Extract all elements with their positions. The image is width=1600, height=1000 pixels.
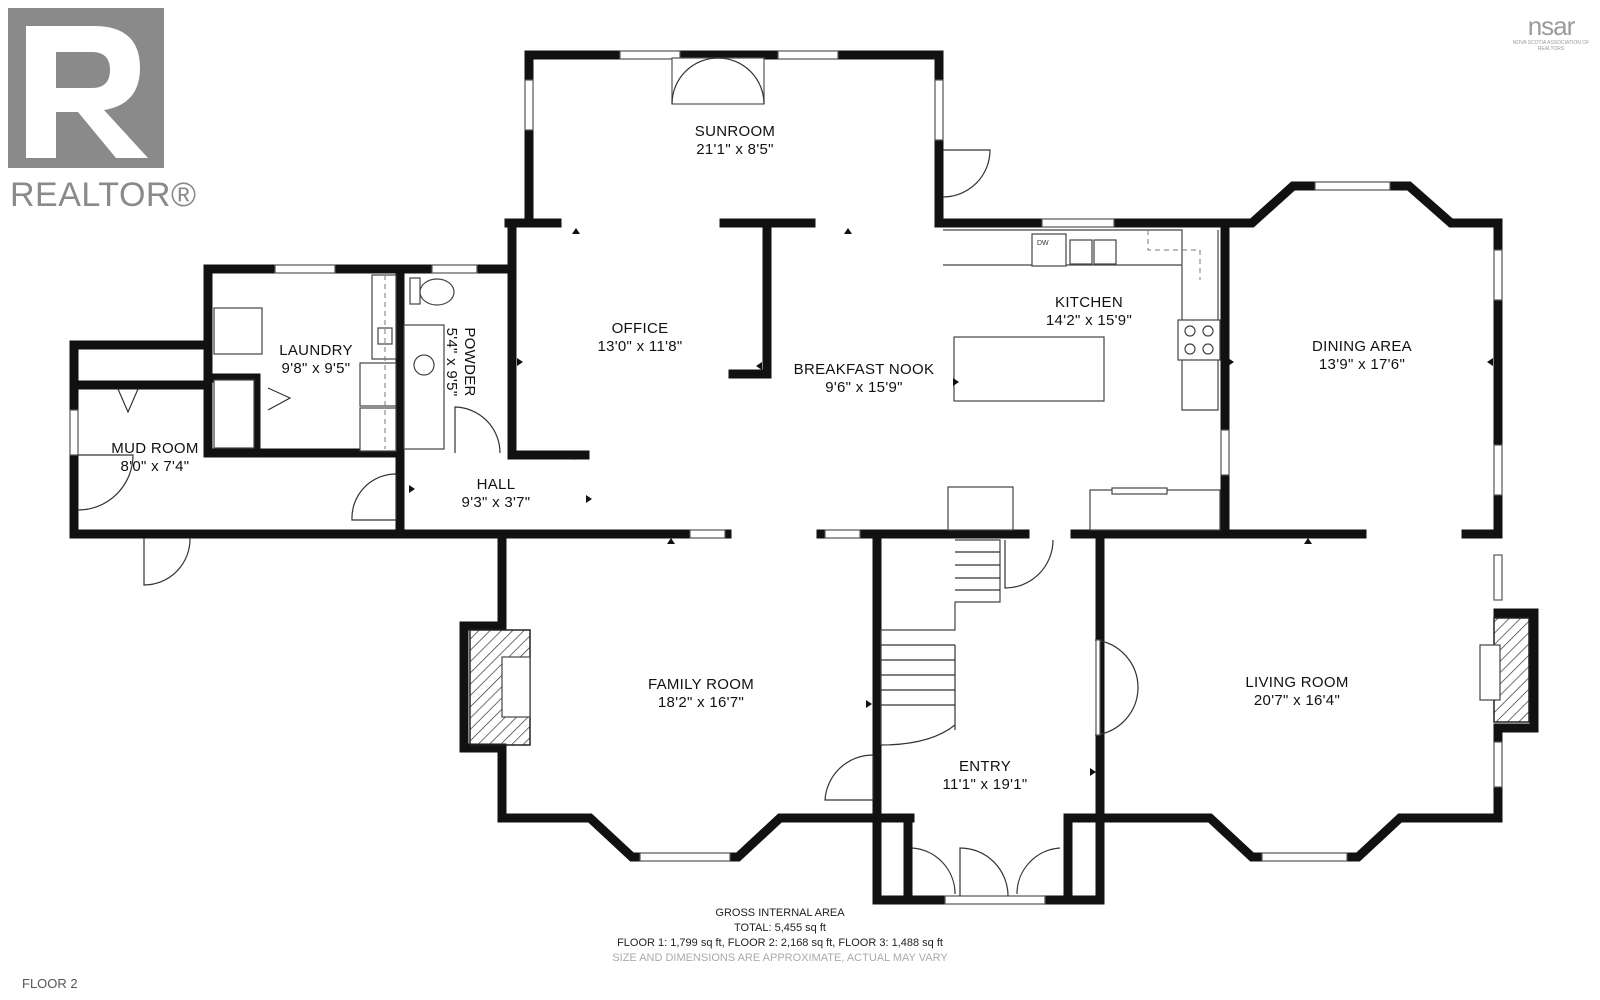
realtor-r-mark-icon (8, 8, 164, 168)
dishwasher-label: DW (1037, 240, 1049, 247)
powder-fixtures (403, 277, 455, 450)
room-entry-dims: 11'1" x 19'1" (942, 776, 1027, 793)
gross-internal-area: GROSS INTERNAL AREA TOTAL: 5,455 sq ft F… (580, 906, 980, 966)
room-breakfast-nook-dims: 9'6" x 15'9" (825, 379, 903, 396)
realtor-wordmark: REALTOR® (10, 176, 197, 214)
laundry-fixtures (213, 274, 397, 452)
stairs (880, 486, 1014, 746)
area-note: SIZE AND DIMENSIONS ARE APPROXIMATE, ACT… (612, 952, 948, 964)
doors (77, 57, 1139, 897)
room-powder-dims: 5'4" x 9'5" (443, 328, 460, 397)
room-hall-dims: 9'3" x 3'7" (462, 494, 531, 511)
room-family-room-dims: 18'2" x 16'7" (658, 694, 744, 711)
room-living-room-name: LIVING ROOM (1245, 674, 1348, 691)
room-sunroom-name: SUNROOM (695, 123, 775, 140)
room-laundry-name: LAUNDRY (279, 342, 353, 359)
nsar-subtitle: NOVA SCOTIA ASSOCIATION OF REALTORS (1512, 40, 1590, 52)
room-hall-name: HALL (477, 476, 516, 493)
area-title: GROSS INTERNAL AREA (715, 907, 845, 919)
room-kitchen-dims: 14'2" x 15'9" (1046, 312, 1132, 329)
nsar-wordmark: nsar (1527, 11, 1576, 41)
windows (69, 50, 1503, 905)
realtor-logo: REALTOR® (8, 8, 196, 214)
area-floors: FLOOR 1: 1,799 sq ft, FLOOR 2: 2,168 sq … (617, 937, 943, 949)
room-labels: SUNROOM 21'1" x 8'5" OFFICE 13'0" x 11'8… (111, 123, 1412, 793)
room-living-room-dims: 20'7" x 16'4" (1254, 692, 1340, 709)
room-dining-area-name: DINING AREA (1312, 338, 1412, 355)
room-family-room-name: FAMILY ROOM (648, 676, 754, 693)
room-laundry-dims: 9'8" x 9'5" (282, 360, 351, 377)
fireplaces (469, 617, 1530, 746)
kitchen-fixtures: DW (943, 229, 1221, 531)
floor-label: FLOOR 2 (22, 976, 78, 991)
room-entry-name: ENTRY (959, 758, 1011, 775)
room-office-name: OFFICE (612, 320, 669, 337)
nsar-logo: nsar NOVA SCOTIA ASSOCIATION OF REALTORS (1505, 12, 1597, 62)
area-total: TOTAL: 5,455 sq ft (734, 922, 826, 934)
kitchen-island (953, 336, 1105, 402)
room-mud-room-dims: 8'0" x 7'4" (121, 458, 190, 475)
room-sunroom-dims: 21'1" x 8'5" (696, 141, 774, 158)
room-mud-room-name: MUD ROOM (111, 440, 198, 457)
room-breakfast-nook-name: BREAKFAST NOOK (794, 361, 935, 378)
room-kitchen-name: KITCHEN (1055, 294, 1123, 311)
room-office-dims: 13'0" x 11'8" (597, 338, 682, 355)
room-powder-name: POWDER (461, 327, 478, 396)
room-dining-area-dims: 13'9" x 17'6" (1319, 356, 1405, 373)
room-markers (409, 228, 1493, 776)
